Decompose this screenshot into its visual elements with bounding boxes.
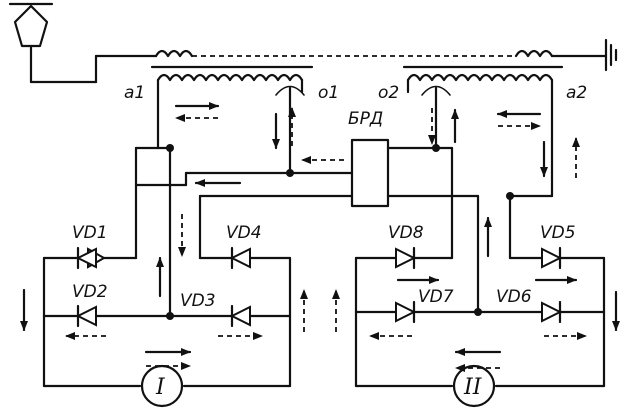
label-motor-2: II — [463, 375, 483, 400]
label-o1: o1 — [318, 83, 339, 103]
diode-vd7 — [395, 300, 417, 324]
diode-vd2 — [75, 304, 97, 328]
label-vd4: VD4 — [226, 223, 262, 243]
secondary-winding-2 — [406, 73, 554, 198]
diode-vd1 — [75, 246, 107, 270]
current-arrows-solid — [20, 102, 620, 356]
primary-winding — [94, 49, 608, 58]
wiring — [42, 146, 606, 388]
diode-vd8 — [395, 246, 417, 270]
pantograph-icon — [8, 2, 98, 84]
brd-block: БРД — [348, 109, 390, 208]
label-vd5: VD5 — [540, 223, 576, 243]
ground-icon — [604, 38, 618, 72]
label-motor-1: I — [155, 375, 166, 400]
junction-dots — [166, 144, 514, 320]
label-brd: БРД — [348, 109, 383, 129]
label-o2: o2 — [378, 83, 399, 103]
label-vd3: VD3 — [180, 291, 216, 311]
label-a1: a1 — [124, 83, 145, 103]
current-arrows-dashed — [65, 107, 587, 372]
label-vd1: VD1 — [72, 223, 108, 243]
diode-vd3 — [229, 304, 251, 328]
diode-vd6 — [541, 300, 563, 324]
label-vd2: VD2 — [72, 282, 108, 302]
label-vd7: VD7 — [418, 287, 454, 307]
motor-1: I — [140, 364, 184, 408]
label-vd8: VD8 — [388, 223, 424, 243]
label-vd6: VD6 — [496, 287, 532, 307]
secondary-winding-1 — [156, 73, 305, 175]
label-a2: a2 — [566, 83, 587, 103]
diode-vd5 — [541, 246, 563, 270]
motor-2: II — [452, 364, 496, 408]
diode-vd4 — [229, 246, 251, 270]
